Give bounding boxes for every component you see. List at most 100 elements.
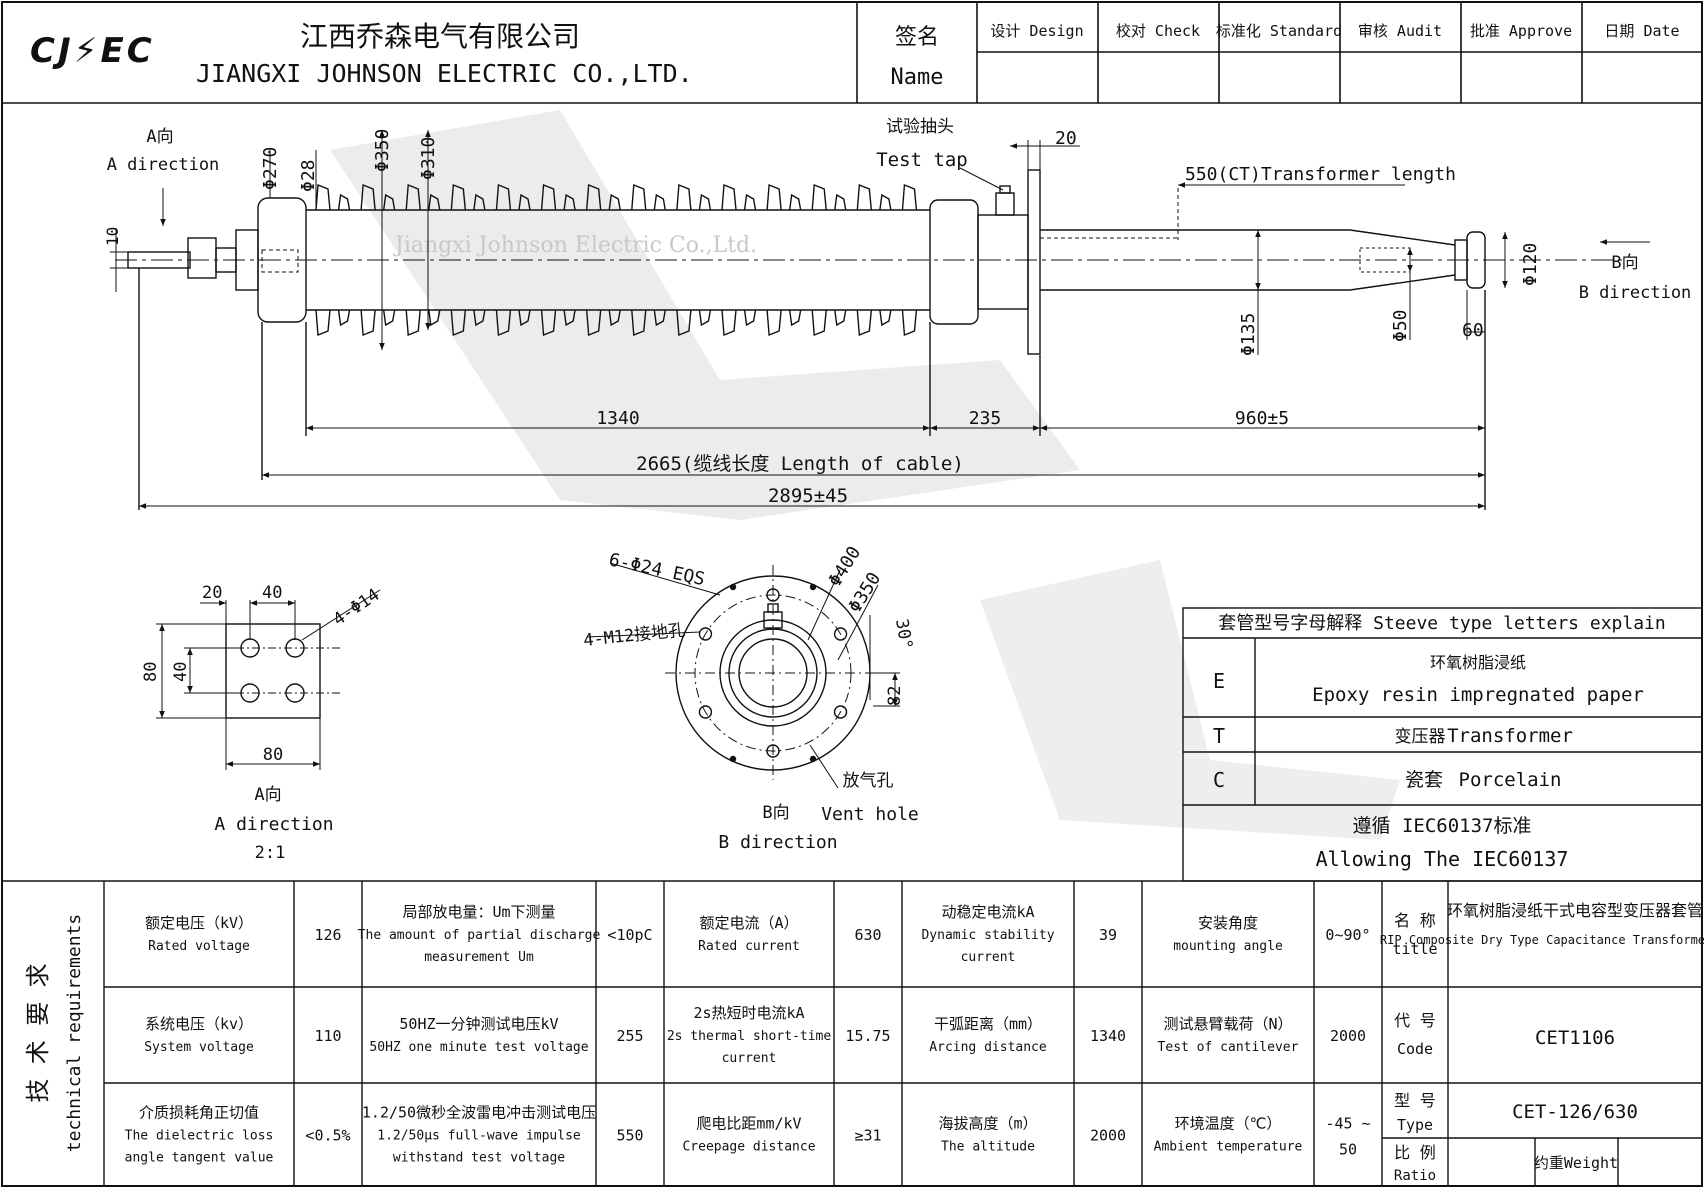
a-view-terminal — [156, 589, 381, 770]
tech-label-en: Dynamic stability — [921, 928, 1054, 943]
tech-label-en: Arcing distance — [929, 1040, 1047, 1055]
watermark-logo-shape — [330, 110, 1080, 520]
tech-label-en: System voltage — [144, 1040, 254, 1055]
a-view-scale: 2:1 — [255, 843, 286, 863]
insulator-shed — [743, 193, 757, 327]
product-name-cn: 环氧树脂浸纸干式电容型变压器套管 — [1447, 901, 1703, 920]
approval-columns: 设计 Design 校对 Check 标准化 Standard 审核 Audit… — [990, 22, 1679, 40]
b-dim-82: 82 — [885, 686, 905, 706]
insulator-shed — [879, 193, 892, 327]
tech-label-cn: 额定电压（kV） — [145, 914, 253, 932]
follow-standard-en: Allowing The IEC60137 — [1316, 847, 1569, 871]
vent-hole-cn: 放气孔 — [843, 771, 894, 791]
insulator-shed — [834, 193, 847, 327]
product-type: CET-126/630 — [1512, 1101, 1638, 1123]
b-dim-30deg: 30° — [891, 617, 916, 651]
tech-label-cn: 环境温度（℃） — [1175, 1115, 1282, 1133]
ratio-label-en: Ratio — [1394, 1168, 1436, 1184]
insulator-shed — [901, 183, 918, 337]
code-label-en: Code — [1397, 1040, 1433, 1058]
tech-label-en: Creepage distance — [682, 1140, 815, 1155]
tech-label-en: withstand test voltage — [393, 1151, 565, 1166]
code-label-cn: 代 号 — [1394, 1011, 1436, 1030]
dim-cable-length: 2665(缆线长度 Length of cable) — [636, 453, 964, 475]
col-standard: 标准化 Standard — [1216, 22, 1342, 40]
tech-label-cn: 局部放电量：Um下测量 — [402, 903, 555, 921]
a-view-labels: 20 40 4-Φ14 80 40 80 A向 A direction 2:1 — [141, 583, 383, 863]
ground-hole — [729, 755, 737, 763]
letter-t-cn: 变压器 — [1395, 727, 1446, 747]
insulator-shed — [405, 183, 421, 337]
title-block — [2, 2, 1702, 104]
a-direction-en: A direction — [107, 155, 220, 175]
insulator-shed — [766, 183, 782, 337]
insulator-shed — [360, 183, 376, 337]
tech-label-cn: 海拔高度（m） — [938, 1115, 1037, 1133]
dim-235: 235 — [969, 408, 1002, 429]
tech-value: <0.5% — [305, 1127, 350, 1145]
tech-value: 39 — [1099, 926, 1117, 944]
tech-value: 126 — [314, 926, 341, 944]
insulator-shed — [563, 193, 576, 327]
tech-label-cn: 额定电流（A） — [699, 914, 798, 932]
tech-side-labels: 技 术 要 求 technical requirements — [24, 914, 85, 1152]
tech-label-en: Ambient temperature — [1154, 1140, 1303, 1155]
product-code: CET1106 — [1535, 1027, 1615, 1049]
tech-label-en: 2s thermal short-time — [667, 1029, 832, 1044]
insulator-shed — [788, 193, 802, 327]
insulator-shed — [518, 193, 531, 327]
insulator-shed — [811, 183, 827, 337]
a-dim-80-side: 80 — [141, 662, 161, 682]
flange-bolt-hole — [833, 627, 848, 641]
ratio-label-cn: 比 例 — [1394, 1143, 1436, 1162]
tech-label-en: angle tangent value — [125, 1151, 274, 1166]
main-view-labels: A向 A direction B向 B direction 试验抽头 Test … — [103, 117, 1691, 507]
dim-350: Φ350 — [372, 129, 393, 172]
tech-label-cn: 动稳定电流kA — [941, 903, 1034, 921]
ground-hole — [809, 583, 817, 591]
a-view-label-cn: A向 — [254, 785, 281, 805]
col-design: 设计 Design — [990, 22, 1083, 40]
col-date: 日期 Date — [1604, 22, 1679, 40]
flange-bolt-hole — [766, 588, 780, 602]
dim-120: Φ120 — [1520, 243, 1541, 286]
insulator-shed — [676, 183, 692, 337]
tech-label-cn: 50HZ一分钟测试电压kV — [399, 1015, 558, 1033]
b-direction-en: B direction — [1579, 283, 1692, 303]
insulator-shed — [856, 183, 873, 337]
b-dim-m12: 4-M12接地孔 — [582, 620, 686, 651]
dim-135: Φ135 — [1238, 313, 1259, 356]
letter-e-en: Epoxy resin impregnated paper — [1312, 684, 1644, 706]
tech-value: <10pC — [607, 926, 652, 944]
bushing-main-view — [115, 169, 1625, 510]
letter-c-en: Porcelain — [1459, 769, 1562, 791]
dim-20-flange: 20 — [1055, 128, 1077, 149]
tech-value: 550 — [616, 1127, 643, 1145]
dim-50: Φ50 — [1390, 309, 1411, 342]
letter-e-cn: 环氧树脂浸纸 — [1430, 653, 1526, 672]
flange-bolt-hole — [698, 705, 713, 719]
sign-label-en: Name — [891, 65, 944, 90]
insulator-shed — [721, 183, 737, 337]
flange-bolt-hole — [766, 744, 780, 758]
dim-270: Φ270 — [260, 147, 281, 190]
tech-label-cn: 爬电比距mm/kV — [696, 1115, 801, 1133]
a-dim-80-bottom: 80 — [263, 745, 283, 765]
insulator-shed — [337, 193, 351, 327]
dim-28: Φ28 — [298, 159, 319, 192]
tech-value: -45 ~ — [1325, 1115, 1370, 1133]
a-dim-40-side: 40 — [171, 662, 191, 682]
flange-bolt-hole — [833, 705, 848, 719]
vent-hole-en: Vent hole — [821, 804, 919, 825]
watermark-text: Jiangxi Johnson Electric Co.,Ltd. — [393, 233, 757, 258]
tech-label-en: measurement Um — [424, 950, 534, 965]
b-view-label-en: B direction — [718, 832, 837, 853]
insulator-shed — [698, 193, 712, 327]
letter-e: E — [1213, 669, 1225, 693]
test-tap-cn: 试验抽头 — [886, 117, 954, 137]
tech-label-en: current — [722, 1051, 777, 1066]
ground-hole — [809, 755, 817, 763]
letters-header: 套管型号字母解释 Steeve type letters explain — [1218, 613, 1665, 634]
